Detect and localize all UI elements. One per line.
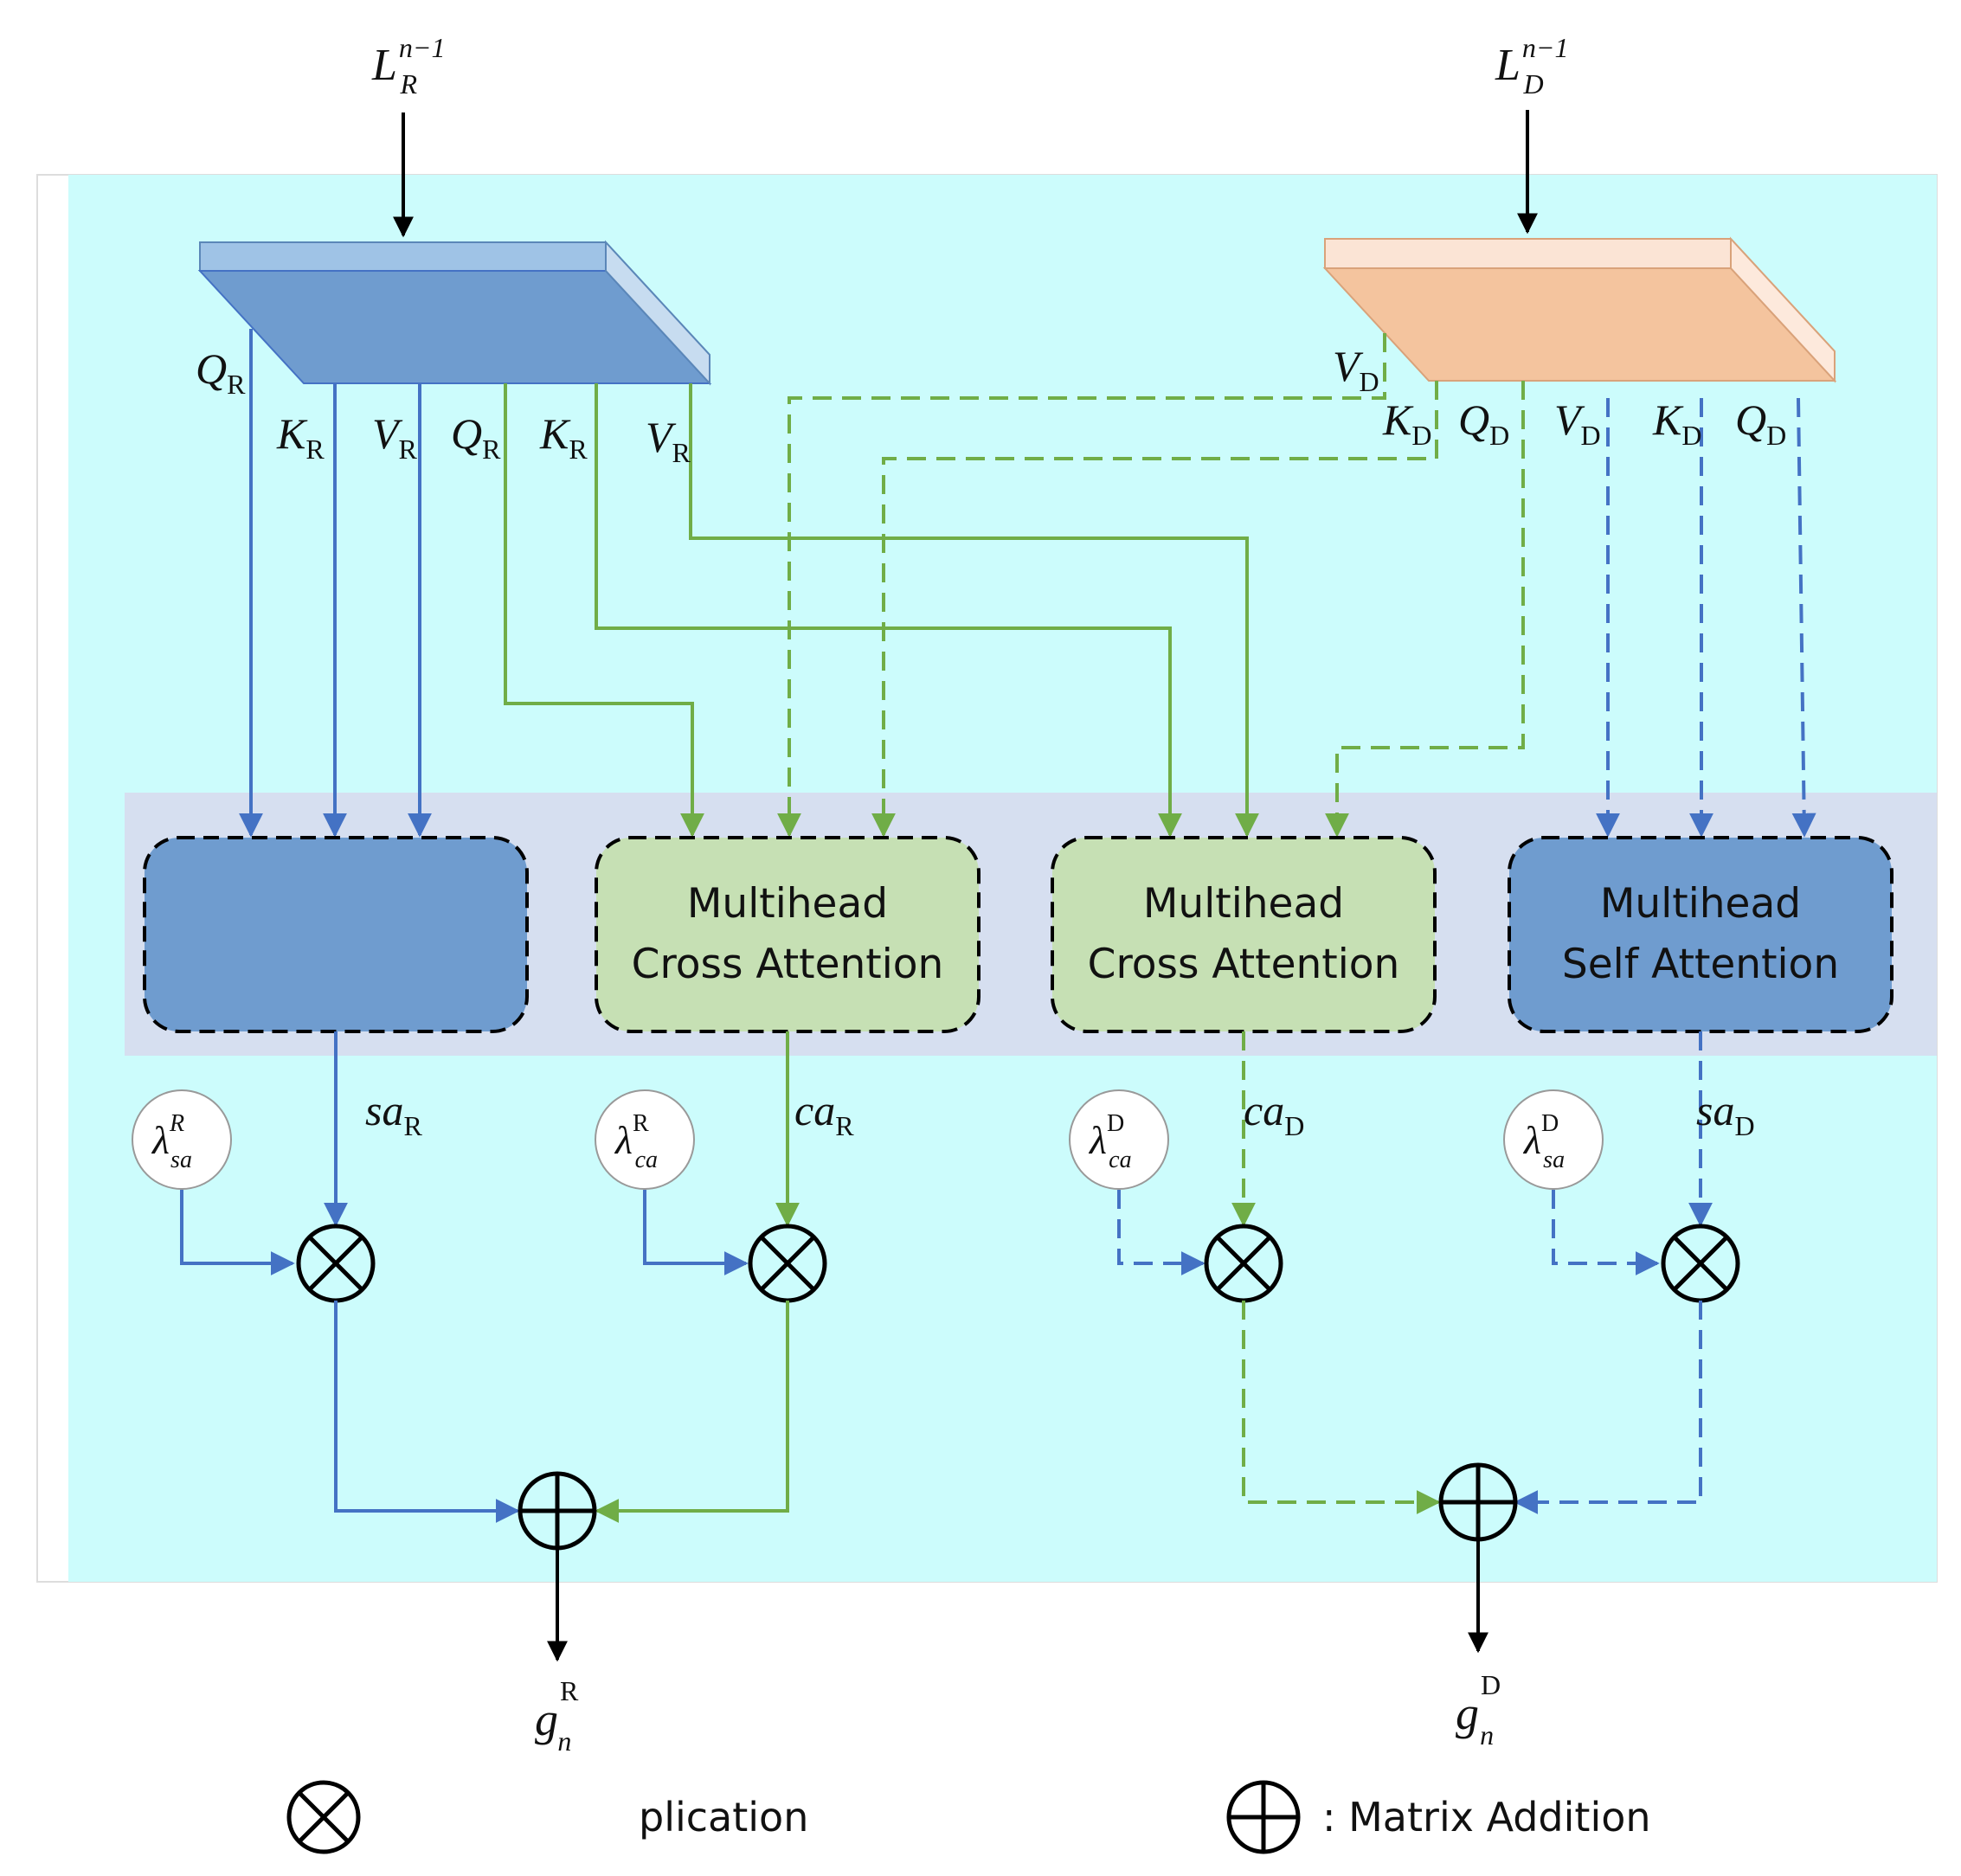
input-slab-d	[1322, 236, 1837, 383]
box-4-line-1: Multihead	[1600, 880, 1801, 928]
lambda-ca-r-line	[643, 1190, 749, 1275]
attention-box-2: Multihead Cross Attention	[595, 836, 980, 1033]
k-d-label-1: KD	[1382, 395, 1431, 451]
box-3-line-1: Multihead	[1143, 880, 1344, 928]
legend-add-icon	[1226, 1780, 1301, 1854]
attention-box-4: Multihead Self Attention	[1508, 836, 1893, 1033]
qkv-labels-right-self: VD KD QD	[1554, 395, 1786, 451]
ca-r-label: caR	[794, 1086, 854, 1141]
sum-d-right-line	[1514, 1301, 1702, 1514]
add-op-d	[1438, 1462, 1518, 1542]
attention-box-3: Multihead Cross Attention	[1051, 836, 1437, 1033]
k-r-label-1: KR	[276, 409, 325, 465]
sum-r-right-line	[595, 1301, 789, 1523]
k-d-label-2: KD	[1652, 395, 1701, 451]
lambda-ca-d-line	[1117, 1190, 1206, 1275]
q-r-label-2: QR	[451, 409, 501, 465]
legend-add-text: : Matrix Addition	[1322, 1794, 1651, 1841]
legend-multiply: plication	[286, 1780, 808, 1854]
k-r-label-2: KR	[539, 409, 588, 465]
qkv-labels-left-self: QR KR VR	[196, 344, 418, 465]
box-4-line-2: Self Attention	[1562, 941, 1839, 988]
sum-d-left-line	[1242, 1301, 1441, 1514]
sa-r-label: saR	[365, 1086, 422, 1141]
sum-r-left-line	[334, 1301, 520, 1523]
box-2-line-2: Cross Attention	[632, 941, 944, 988]
q-d-label-1: QD	[1458, 395, 1509, 451]
sa-d-label: saD	[1696, 1086, 1755, 1141]
right-self-attn-lines	[1596, 397, 1816, 838]
lambda-sa-d-line	[1552, 1190, 1660, 1275]
v-r-label-1: VR	[372, 409, 418, 465]
v-d-label-2: VD	[1554, 395, 1601, 451]
qkv-labels-left-cross: QR KR VR	[451, 409, 691, 468]
legend-multiply-text: plication	[639, 1794, 808, 1841]
add-op-r	[518, 1471, 597, 1551]
v-r-label-2: VR	[646, 413, 691, 468]
left-self-attn-lines	[239, 329, 432, 838]
ca-d-label: caD	[1244, 1086, 1304, 1141]
attention-box-1	[143, 836, 529, 1033]
lambda-sa-r-line	[180, 1190, 295, 1275]
right-cross-attn-lines	[777, 333, 1525, 838]
qkv-labels-right-cross: VD KD QD	[1333, 342, 1509, 451]
input-slab-r	[197, 240, 712, 386]
q-r-label-1: QR	[196, 344, 246, 400]
box-2-line-1: Multihead	[687, 880, 888, 928]
q-d-label-2: QD	[1735, 395, 1786, 451]
legend-add: : Matrix Addition	[1226, 1780, 1651, 1854]
legend-multiply-icon	[286, 1780, 361, 1854]
v-d-label-1: VD	[1333, 342, 1379, 397]
box-3-line-2: Cross Attention	[1088, 941, 1400, 988]
